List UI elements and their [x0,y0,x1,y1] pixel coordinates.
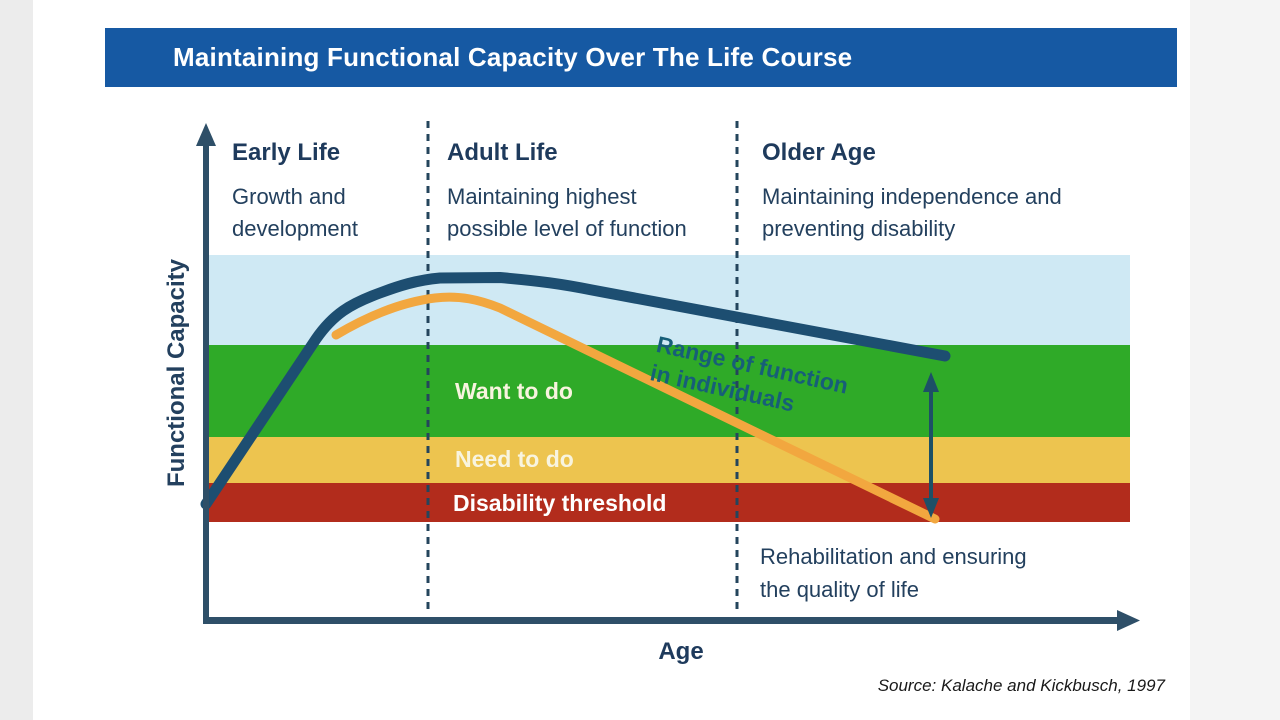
stage-desc-line: Maintaining highest [447,184,637,209]
stage-desc-line: Maintaining independence and [762,184,1062,209]
stage-early-life: Early Life Growth and development [232,138,358,245]
y-axis-arrow-icon [196,123,216,146]
stage-heading: Adult Life [447,139,558,166]
x-axis-arrow-icon [1117,610,1140,631]
band-label-disability-threshold: Disability threshold [453,490,667,516]
curve-upper-function [200,272,951,510]
rehab-line: Rehabilitation and ensuring [760,544,1027,569]
band-yellow-need-to-do [207,437,1130,483]
stage-older-age: Older Age Maintaining independence and p… [762,138,1062,245]
stage-desc-line: development [232,216,358,241]
band-label-need-to-do: Need to do [455,446,574,472]
range-arrow-up-icon [923,372,939,392]
stage-heading: Older Age [762,139,876,166]
stage-adult-life: Adult Life Maintaining highest possible … [447,138,687,245]
stage-desc-line: Growth and [232,184,346,209]
page-margin-right [1190,0,1280,720]
rehab-line: the quality of life [760,577,919,602]
curve-lower-function [331,292,940,524]
stage-heading: Early Life [232,139,341,166]
stage-desc-line: preventing disability [762,216,956,241]
band-label-want-to-do: Want to do [455,378,573,404]
title-bar: Maintaining Functional Capacity Over The… [105,28,1177,87]
page-margin-left [0,0,33,720]
x-axis-label: Age [658,638,704,665]
rehabilitation-annotation: Rehabilitation and ensuring the quality … [760,540,1027,606]
source-citation: Source: Kalache and Kickbusch, 1997 [877,676,1165,695]
band-red-disability-threshold [207,483,1130,522]
page-title: Maintaining Functional Capacity Over The… [173,42,853,72]
stage-desc-line: possible level of function [447,216,687,241]
y-axis-label: Functional Capacity [163,258,190,488]
range-arrow-down-icon [923,498,939,518]
